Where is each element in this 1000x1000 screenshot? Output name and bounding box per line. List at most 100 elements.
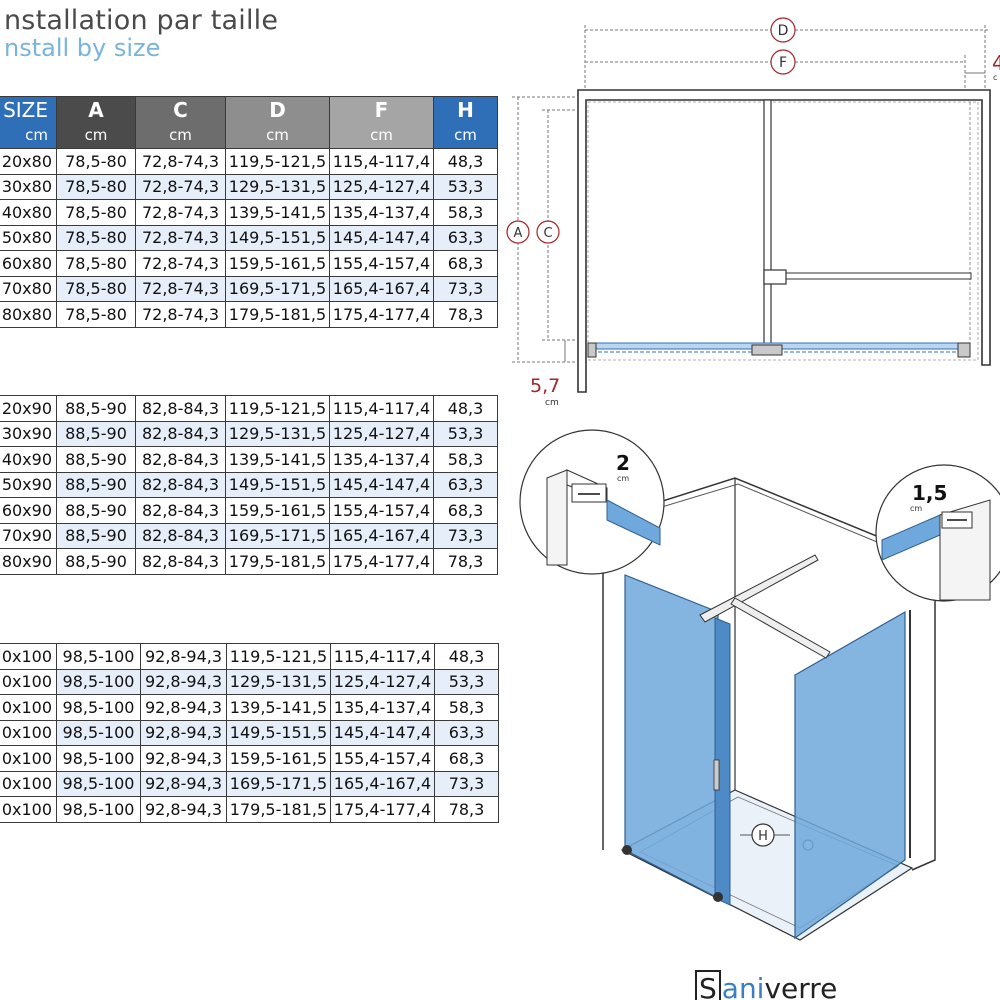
cell-f: 145,4-147,4: [330, 719, 435, 746]
cell-a: 78,5-80: [56, 148, 136, 175]
cell-size: 30x80: [0, 173, 57, 200]
cell-c: 72,8-74,3: [135, 173, 226, 200]
callout-left-value: 2: [616, 451, 630, 475]
dim-c-marker: [536, 220, 560, 244]
cell-f: 125,4-127,4: [330, 668, 435, 695]
cell-a: 98,5-100: [56, 694, 141, 721]
cell-size: 0x100: [0, 694, 57, 721]
cell-f: 155,4-157,4: [330, 745, 435, 772]
cell-c: 72,8-74,3: [135, 301, 226, 328]
cell-c: 92,8-94,3: [140, 668, 227, 695]
cell-h: 73,3: [433, 275, 498, 302]
cell-f: 135,4-137,4: [330, 694, 435, 721]
cell-size: 40x80: [0, 199, 57, 226]
cell-f: 125,4-127,4: [329, 173, 434, 200]
cell-size: 0x100: [0, 770, 57, 797]
cell-f: 115,4-117,4: [329, 148, 434, 175]
cell-c: 92,8-94,3: [140, 796, 227, 823]
cell-a: 88,5-90: [56, 420, 136, 447]
offset-top-right-value: 4: [992, 51, 1000, 75]
cell-size: 30x90: [0, 420, 57, 447]
callout-right-value: 1,5: [912, 481, 947, 505]
cell-d: 179,5-181,5: [226, 796, 331, 823]
cell-c: 82,8-84,3: [135, 522, 226, 549]
cell-c: 82,8-84,3: [135, 446, 226, 473]
cell-h: 78,3: [433, 301, 498, 328]
cell-d: 139,5-141,5: [225, 446, 330, 473]
cell-d: 129,5-131,5: [225, 173, 330, 200]
cell-f: 165,4-167,4: [329, 522, 434, 549]
cell-a: 88,5-90: [56, 446, 136, 473]
cell-c: 82,8-84,3: [135, 395, 226, 422]
cell-size: 0x100: [0, 796, 57, 823]
cell-size: 0x100: [0, 668, 57, 695]
cell-d: 149,5-151,5: [225, 224, 330, 251]
cell-c: 72,8-74,3: [135, 275, 226, 302]
cell-size: 0x100: [0, 643, 57, 670]
cell-a: 78,5-80: [56, 224, 136, 251]
cell-d: 159,5-161,5: [226, 745, 331, 772]
cell-f: 125,4-127,4: [329, 420, 434, 447]
cell-d: 169,5-171,5: [226, 770, 331, 797]
cell-a: 98,5-100: [56, 770, 141, 797]
cell-size: 60x90: [0, 497, 57, 524]
dim-a-label: A: [514, 226, 523, 241]
cell-d: 169,5-171,5: [225, 275, 330, 302]
cell-d: 139,5-141,5: [226, 694, 331, 721]
cell-c: 92,8-94,3: [140, 694, 227, 721]
cell-h: 73,3: [434, 770, 499, 797]
cell-h: 53,3: [433, 420, 498, 447]
cell-c: 82,8-84,3: [135, 548, 226, 575]
offset-top-right-unit: c: [993, 73, 997, 82]
cell-size: 20x90: [0, 395, 57, 422]
dim-d-label: D: [778, 23, 789, 39]
title-english: nstall by size: [4, 34, 161, 62]
cell-c: 72,8-74,3: [135, 148, 226, 175]
dim-f-label: F: [779, 55, 787, 71]
cell-size: 80x80: [0, 301, 57, 328]
dim-h-label: H: [758, 829, 768, 844]
cell-h: 68,3: [433, 250, 498, 277]
cell-a: 88,5-90: [56, 395, 136, 422]
cell-f: 135,4-137,4: [329, 199, 434, 226]
cell-c: 82,8-84,3: [135, 471, 226, 498]
cell-h: 48,3: [433, 148, 498, 175]
cell-d: 159,5-161,5: [225, 497, 330, 524]
cell-a: 78,5-80: [56, 199, 136, 226]
cell-a: 78,5-80: [56, 250, 136, 277]
cell-h: 68,3: [434, 745, 499, 772]
dim-c-label: C: [543, 226, 552, 241]
cell-c: 82,8-84,3: [135, 497, 226, 524]
cell-h: 48,3: [434, 643, 499, 670]
cell-a: 88,5-90: [56, 548, 136, 575]
cell-h: 78,3: [434, 796, 499, 823]
cell-size: 70x90: [0, 522, 57, 549]
offset-bottom-value: 5,7: [530, 375, 560, 397]
cell-a: 88,5-90: [56, 471, 136, 498]
cell-a: 98,5-100: [56, 668, 141, 695]
cell-d: 119,5-121,5: [226, 643, 331, 670]
cell-h: 53,3: [433, 173, 498, 200]
cell-d: 169,5-171,5: [225, 522, 330, 549]
cell-size: 50x90: [0, 471, 57, 498]
cell-size: 60x80: [0, 250, 57, 277]
cell-h: 63,3: [433, 224, 498, 251]
